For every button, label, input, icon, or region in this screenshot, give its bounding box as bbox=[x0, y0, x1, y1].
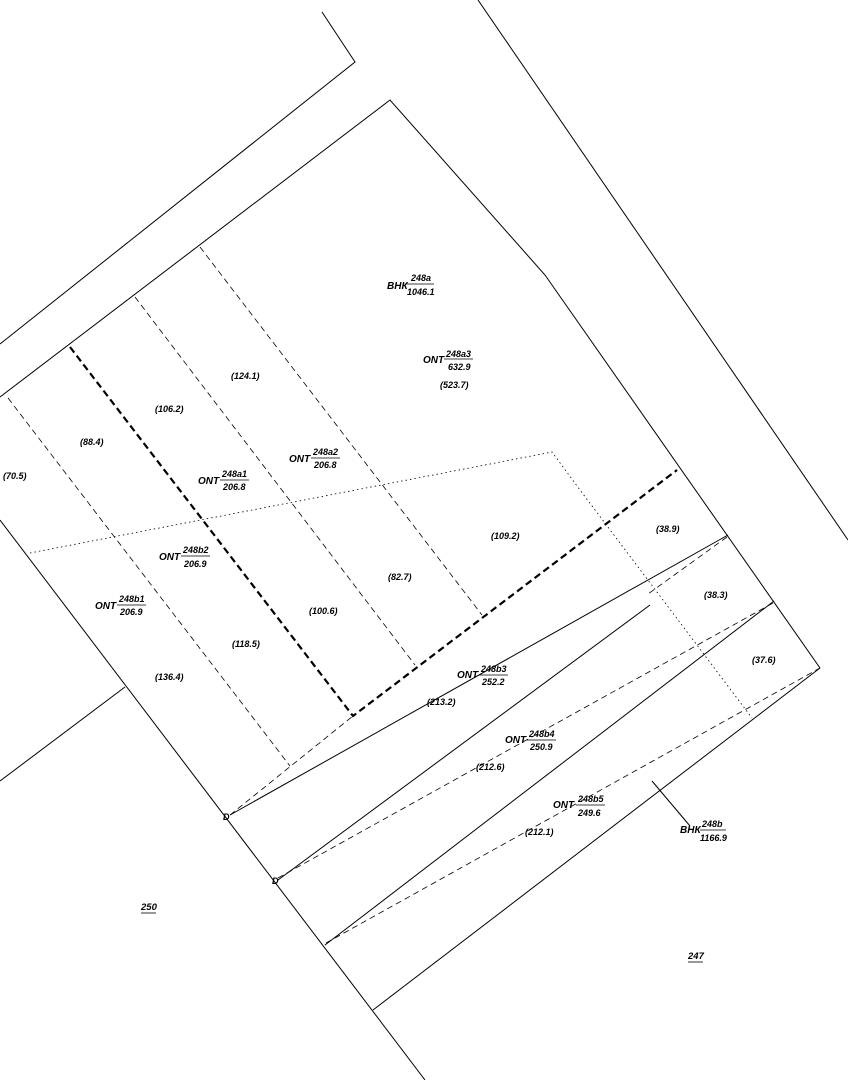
parcel-value: 252.2 bbox=[481, 677, 505, 687]
parcel-248b-divider-3 bbox=[277, 604, 651, 881]
road-boundary-upper-left bbox=[0, 11, 356, 345]
neighbor-parcel-number: 250 bbox=[140, 902, 158, 913]
point-marker: D bbox=[223, 812, 230, 822]
dashed-line-b1 bbox=[7, 397, 291, 767]
parcel-prefix: ONT bbox=[159, 552, 181, 563]
parcel-prefix: ONT bbox=[505, 735, 527, 746]
parcel-prefix: ONT bbox=[457, 670, 479, 681]
dashed-line-south-2 bbox=[647, 536, 728, 595]
parcel-label-248b4: ONT 248b4 250.9 bbox=[505, 729, 556, 752]
parcel-label-248b: ВНК 248b 1166.9 bbox=[680, 819, 727, 843]
parcel-prefix: ONT bbox=[423, 355, 445, 366]
parcel-prefix: ONT bbox=[198, 476, 220, 487]
area-label: (124.1) bbox=[231, 371, 260, 381]
point-markers: D D bbox=[223, 812, 279, 886]
parcel-label-248b3: ONT 248b3 252.2 bbox=[457, 664, 508, 687]
parcel-west-boundary bbox=[0, 519, 426, 1080]
parcel-label-248b2: ONT 248b2 206.9 bbox=[159, 545, 210, 569]
parcel-label-248a3: ONT 248a3 632.9 (523.7) bbox=[423, 349, 473, 390]
parcel-number: 248b2 bbox=[182, 545, 209, 555]
parcel-250-boundary bbox=[0, 686, 126, 782]
parcel-value: 206.8 bbox=[313, 460, 337, 470]
parcel-number: 248a bbox=[410, 273, 431, 283]
area-label: (109.2) bbox=[491, 531, 520, 541]
area-label: (37.6) bbox=[752, 655, 776, 665]
parcel-value: 206.8 bbox=[222, 482, 246, 492]
dashed-line-south-1 bbox=[229, 715, 354, 816]
area-label: (38.3) bbox=[704, 590, 728, 600]
neighbor-labels: 250 247 bbox=[140, 902, 705, 963]
parcel-number: 248b bbox=[701, 819, 723, 829]
area-label: (212.1) bbox=[525, 827, 554, 837]
area-label: (118.5) bbox=[232, 639, 260, 649]
parcel-label-248b5: ONT 248b5 249.6 bbox=[553, 794, 605, 818]
area-label: (100.6) bbox=[309, 606, 338, 616]
parcel-prefix: ONT bbox=[553, 800, 575, 811]
heavy-dashed-division-line bbox=[69, 346, 678, 718]
parcel-label-248b1: ONT 248b1 206.9 bbox=[95, 594, 146, 617]
parcel-value: 249.6 bbox=[577, 808, 602, 818]
dashed-line-a2 bbox=[134, 296, 416, 666]
parcel-label-248a: ВНК 248a 1046.1 bbox=[387, 273, 435, 297]
area-label: (70.5) bbox=[3, 471, 27, 481]
leader-line-248b bbox=[651, 780, 691, 827]
parcel-area: (523.7) bbox=[440, 380, 469, 390]
parcel-label-248a1: ONT 248a1 206.8 bbox=[198, 469, 249, 492]
area-label: (213.2) bbox=[427, 697, 456, 707]
neighbor-parcel-number: 247 bbox=[687, 951, 705, 962]
parcel-label-248a2: ONT 248a2 206.8 bbox=[289, 447, 340, 470]
parcel-prefix: ONT bbox=[95, 601, 117, 612]
parcel-value: 206.9 bbox=[119, 607, 143, 617]
road-boundary-right bbox=[477, 0, 848, 541]
area-label: (212.6) bbox=[476, 762, 505, 772]
area-label: (82.7) bbox=[388, 572, 412, 582]
area-label: (136.4) bbox=[155, 672, 184, 682]
area-label: (88.4) bbox=[80, 437, 104, 447]
area-label: (38.9) bbox=[656, 524, 680, 534]
area-labels: (124.1) (106.2) (88.4) (70.5) (109.2) (3… bbox=[3, 371, 776, 837]
parcel-value: 206.9 bbox=[183, 559, 207, 569]
dashed-line-b5 bbox=[325, 667, 821, 944]
parcel-value: 632.9 bbox=[448, 362, 471, 372]
parcel-number: 248a1 bbox=[221, 469, 247, 479]
area-label: (106.2) bbox=[155, 404, 184, 414]
parcel-number: 248b3 bbox=[480, 664, 507, 674]
heavy-division bbox=[69, 346, 678, 718]
parcel-value: 1046.1 bbox=[407, 287, 435, 297]
parcel-number: 248b1 bbox=[118, 594, 145, 604]
parcel-number: 248a2 bbox=[312, 447, 338, 457]
dashed-line-b4 bbox=[277, 602, 774, 879]
parcel-248b-south-boundary bbox=[372, 667, 821, 1011]
dashed-boundaries bbox=[7, 246, 821, 944]
parcel-value: 1166.9 bbox=[700, 833, 727, 843]
parcel-value: 250.9 bbox=[529, 742, 553, 752]
parcel-prefix: ONT bbox=[289, 454, 311, 465]
parcel-number: 248b4 bbox=[528, 729, 555, 739]
dotted-lines bbox=[29, 451, 753, 719]
parcel-prefix: ВНК bbox=[680, 825, 701, 836]
point-marker: D bbox=[272, 876, 279, 886]
dotted-line-main bbox=[29, 451, 753, 719]
parcel-number: 248b5 bbox=[577, 794, 605, 804]
dashed-line-a3 bbox=[199, 246, 483, 616]
parcel-248b-divider bbox=[324, 600, 775, 946]
parcel-labels: ВНК 248a 1046.1 ONT 248a3 632.9 (523.7) … bbox=[95, 273, 727, 843]
parcel-number: 248a3 bbox=[445, 349, 471, 359]
parcel-prefix: ВНК bbox=[387, 281, 408, 292]
parcel-248a-boundary bbox=[0, 99, 821, 669]
